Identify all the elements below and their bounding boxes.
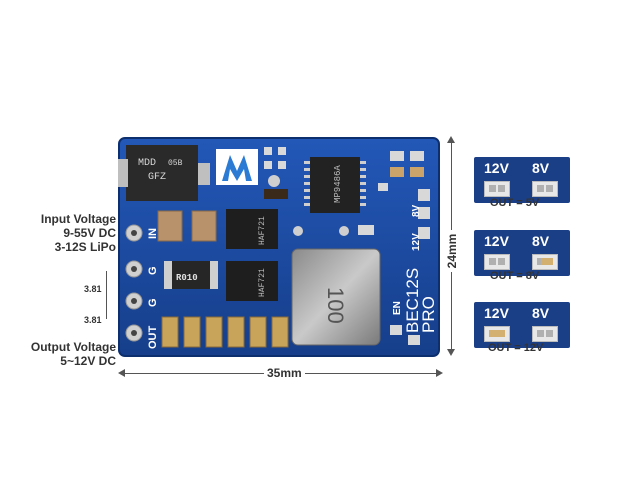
arrow-down-icon (447, 349, 455, 356)
arrow-right-icon (436, 369, 443, 377)
svg-text:HAF721: HAF721 (258, 216, 267, 245)
mosfet-top (226, 209, 278, 249)
pitch-bottom-label: 3.81 (84, 315, 102, 325)
jumper-inset-8v: 12V 8V (474, 230, 570, 276)
output-voltage-label: Output Voltage (30, 340, 116, 354)
brand-logo-icon (222, 155, 252, 181)
width-label: 35mm (264, 366, 305, 380)
jumper-pad-12v (484, 181, 510, 197)
pin-in-label: IN (147, 228, 159, 239)
height-label: 24mm (445, 233, 459, 269)
model-line-1: BEC12S (403, 268, 422, 333)
inductor-text: 100 (323, 287, 348, 324)
capacitor-1 (157, 210, 183, 242)
buck-controller-chip (310, 157, 360, 213)
pin-out-label: OUT (147, 326, 159, 350)
sense-resistor (164, 261, 218, 289)
jumper-pad-12v (484, 326, 510, 342)
diode-text-3: GFZ (148, 172, 166, 183)
pitch-top-label: 3.81 (84, 284, 102, 294)
silk-8v: 8V (411, 204, 422, 217)
jumper-inset-12v: 12V 8V (474, 302, 570, 348)
diode-chip (126, 145, 198, 201)
silk-en: EN (392, 301, 403, 315)
capacitor-2 (191, 210, 217, 242)
diode-text-2: 05B (168, 159, 183, 168)
output-range-label: 5~12V DC (60, 354, 116, 368)
jumper-12v-label: 12V (484, 233, 509, 249)
pitch-dimension-line (106, 271, 107, 319)
jumper-inset-5v: 12V 8V (474, 157, 570, 203)
jumper-pad-8v (532, 326, 558, 342)
pcb-board: MDD 05B GFZ MP9486A 8V 12V HAF721 HAF721 (118, 137, 440, 357)
pin-g2-label: G (147, 298, 159, 307)
jumper-8v-label: 8V (532, 160, 550, 176)
jumper-caption: OUT = 8V (490, 270, 540, 282)
sense-resistor-text: R010 (176, 273, 198, 283)
power-inductor (291, 248, 381, 346)
diode-text-1: MDD (138, 158, 156, 169)
diode-lead (198, 163, 210, 185)
jumper-caption: OUT = 12V (488, 342, 544, 354)
diode-tab (118, 159, 128, 187)
jumper-caption: OUT = 5V (490, 197, 540, 209)
jumper-pad-8v (532, 254, 558, 270)
input-cells-label: 3-12S LiPo (54, 240, 116, 254)
svg-text:HAF721: HAF721 (258, 268, 267, 297)
height-label-bg (436, 230, 468, 272)
jumper-8v-label: 8V (532, 305, 550, 321)
input-voltage-label: Input Voltage (40, 212, 116, 226)
pin-g1-label: G (147, 266, 159, 275)
input-range-label: 9-55V DC (63, 226, 116, 240)
jumper-12v-label: 12V (484, 305, 509, 321)
jumper-12v-label: 12V (484, 160, 509, 176)
model-line-2: PRO (419, 296, 438, 333)
output-capacitors (161, 316, 289, 348)
arrow-up-icon (447, 136, 455, 143)
ic-text: MP9486A (333, 165, 343, 203)
jumper-8v-label: 8V (532, 233, 550, 249)
jumper-pad-12v (484, 254, 510, 270)
silk-12v: 12V (411, 233, 422, 251)
mosfet-bottom (226, 261, 278, 301)
arrow-left-icon (118, 369, 125, 377)
jumper-pad-8v (532, 181, 558, 197)
